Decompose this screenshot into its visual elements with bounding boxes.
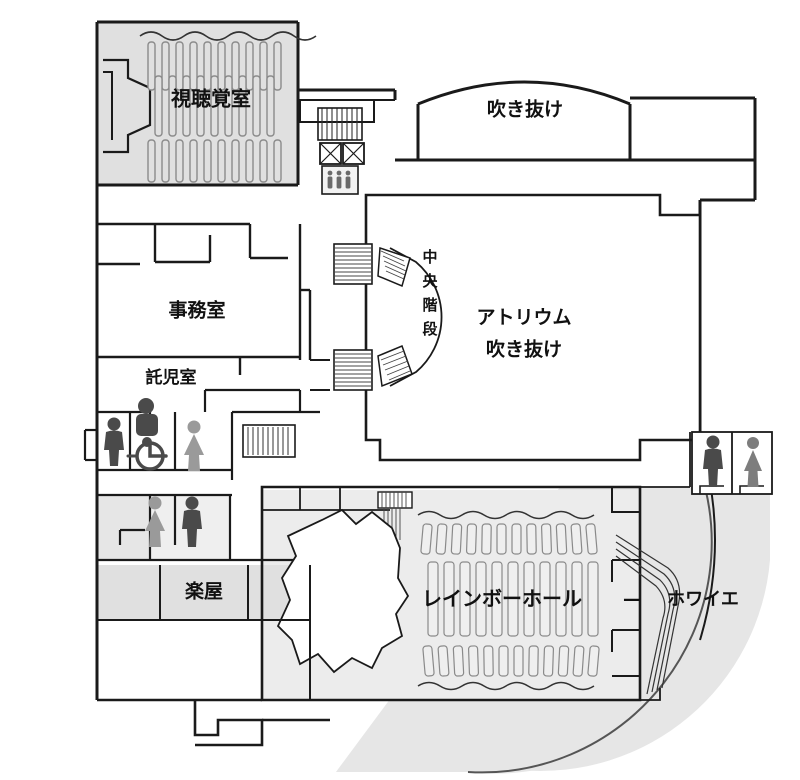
hall-east-notches: [611, 487, 640, 677]
male-icon: [104, 417, 124, 466]
male-icon: [703, 435, 723, 487]
elevator-icon: [327, 170, 351, 189]
label-atrium-void: 吹き抜け: [486, 338, 562, 361]
pictogram-layer: [104, 398, 762, 547]
entrance-notch-group: [97, 698, 330, 747]
male-icon: [182, 496, 202, 547]
wedge-lower-treads: [380, 350, 411, 381]
central-stair-char-3: 段: [422, 320, 437, 338]
central-stair-group: [333, 243, 443, 391]
female-icon: [145, 496, 165, 547]
central-stair-treads-lower: [334, 353, 372, 387]
hall-seat-row-2: [427, 561, 599, 637]
hall-backstage-stair: [377, 491, 413, 509]
wheelchair-icon: [126, 398, 168, 471]
label-office: 事務室: [168, 299, 225, 322]
atrium-group: [333, 193, 702, 462]
hall-backstage-treads: [381, 492, 407, 508]
room-label-layer: 視聴覚室 吹き抜け 事務室 託児室 アトリウム 吹き抜け 楽屋 レインボーホール…: [146, 87, 739, 611]
foyer-curve-outer: [467, 469, 713, 774]
north-core-group: [299, 99, 395, 195]
label-central-stair: 中 央 階 段: [422, 248, 438, 338]
central-stair-treads-upper: [334, 247, 372, 281]
av-room-wall-detail: [103, 71, 113, 140]
wc-area-fill-left: [97, 495, 150, 560]
atrium-outline: [364, 193, 702, 462]
av-seat-row-middle: [154, 75, 275, 137]
label-dressing-room: 楽屋: [185, 580, 223, 603]
wedge-upper-treads: [380, 250, 407, 280]
av-seat-row-lower: [147, 139, 282, 183]
hall-seat-row-3: [422, 645, 600, 677]
central-stair-char-0: 中: [422, 248, 437, 266]
label-nursery: 託児室: [146, 367, 197, 388]
av-room-stage-alcove: [103, 58, 152, 154]
av-room-curtain: [139, 31, 317, 41]
elevator-cars-group: [319, 142, 365, 165]
north-stair-outline: [317, 107, 363, 141]
av-seat-row-upper: [147, 41, 282, 91]
foyer-partition-walls: [640, 432, 691, 701]
foyer-fan-stairs: [615, 534, 681, 695]
misc-detail-walls: [97, 359, 330, 700]
central-stair-char-2: 階: [422, 296, 437, 314]
dressing-room-fill: [97, 565, 310, 620]
label-void-north: 吹き抜け: [487, 98, 563, 121]
hall-seat-row-1: [420, 523, 598, 555]
label-rainbow-hall: レインボーホール: [422, 587, 582, 611]
label-foyer: ホワイエ: [667, 589, 739, 610]
av-room-group: [97, 31, 317, 187]
central-stair-curve: [389, 247, 443, 387]
female-icon: [184, 420, 204, 471]
hall-seating-bottom-wave: [417, 681, 595, 691]
hall-foyer-connector: —: [623, 589, 641, 610]
office-block-walls: [97, 222, 312, 375]
east-stair-group: [242, 424, 296, 458]
east-stair-treads: [247, 427, 289, 455]
east-stair-outline: [242, 424, 296, 458]
female-icon: [744, 437, 762, 487]
north-stair-treads: [321, 108, 358, 140]
label-atrium: アトリウム: [476, 307, 571, 329]
hall-seating-top-wave: [417, 510, 595, 520]
building-envelope: [95, 20, 757, 700]
label-av-room: 視聴覚室: [170, 87, 251, 111]
central-stair-char-1: 央: [422, 272, 438, 290]
